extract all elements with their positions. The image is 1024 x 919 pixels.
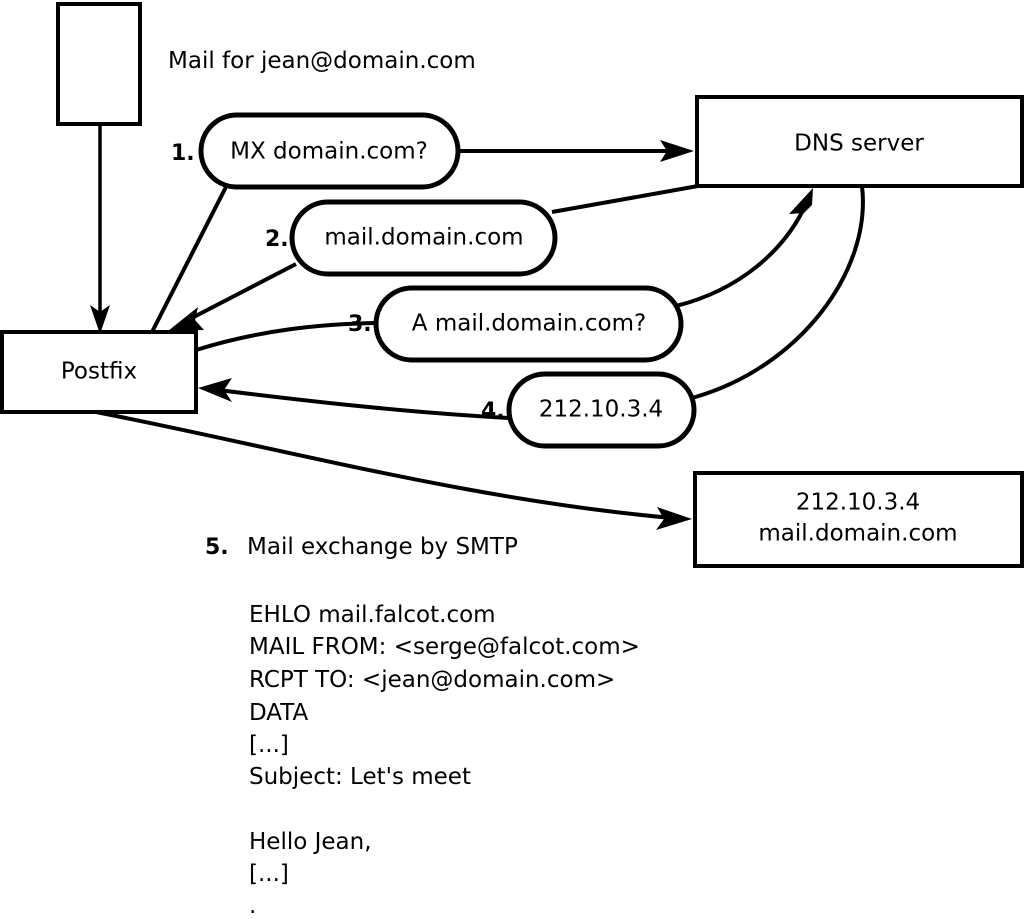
mail-for-caption: Mail for jean@domain.com <box>168 48 476 74</box>
step-1-label: MX domain.com? <box>230 139 428 165</box>
edge-step5-postfix-to-mailserver <box>95 410 692 530</box>
step-4-group[interactable]: 4. 212.10.3.4 <box>481 371 697 449</box>
transcript-line: . <box>249 893 256 919</box>
edge-step1-postfix-to-dns <box>150 140 694 333</box>
postfix-label: Postfix <box>61 359 137 385</box>
node-origin-box[interactable] <box>56 2 142 126</box>
node-mailserver-box[interactable]: 212.10.3.4 mail.domain.com <box>693 471 1024 568</box>
transcript-line: MAIL FROM: <serge@falcot.com> <box>249 634 640 660</box>
step-4-label: 212.10.3.4 <box>539 397 663 423</box>
transcript-line: DATA <box>249 700 309 726</box>
step-5-label: Mail exchange by SMTP <box>247 534 518 560</box>
step-5-number: 5. <box>205 535 229 560</box>
transcript-line: Hello Jean, <box>249 829 372 855</box>
step-1-number: 1. <box>171 141 195 166</box>
smtp-transcript: EHLO mail.falcot.com MAIL FROM: <serge@f… <box>249 602 640 919</box>
step-2-label: mail.domain.com <box>324 225 523 251</box>
step-3-label: A mail.domain.com? <box>412 311 646 337</box>
node-postfix-box[interactable]: Postfix <box>0 330 198 414</box>
dns-server-label: DNS server <box>794 131 924 157</box>
transcript-line: [...] <box>249 732 289 758</box>
step-2-number: 2. <box>265 227 289 252</box>
step-1-group[interactable]: 1. MX domain.com? <box>171 112 461 190</box>
step-5-group: 5. Mail exchange by SMTP <box>205 534 518 560</box>
edge-origin-to-postfix <box>90 124 110 334</box>
mailserver-host-label: mail.domain.com <box>758 521 957 547</box>
transcript-line: RCPT TO: <jean@domain.com> <box>249 667 615 693</box>
edge-step4-dns-to-postfix <box>198 185 865 420</box>
transcript-line: Subject: Let's meet <box>249 764 471 790</box>
node-dns-server-box[interactable]: DNS server <box>695 95 1024 188</box>
edge-step2-dns-to-postfix <box>168 184 699 331</box>
mailserver-ip-label: 212.10.3.4 <box>796 490 920 516</box>
transcript-line: [...] <box>249 861 289 887</box>
transcript-line: EHLO mail.falcot.com <box>249 602 496 628</box>
step-3-number: 3. <box>348 312 372 337</box>
step-3-group[interactable]: 3. A mail.domain.com? <box>348 285 684 363</box>
step-2-group[interactable]: 2. mail.domain.com <box>265 199 558 277</box>
step-4-number: 4. <box>481 399 505 424</box>
edge-step3-postfix-to-dns <box>195 188 813 352</box>
